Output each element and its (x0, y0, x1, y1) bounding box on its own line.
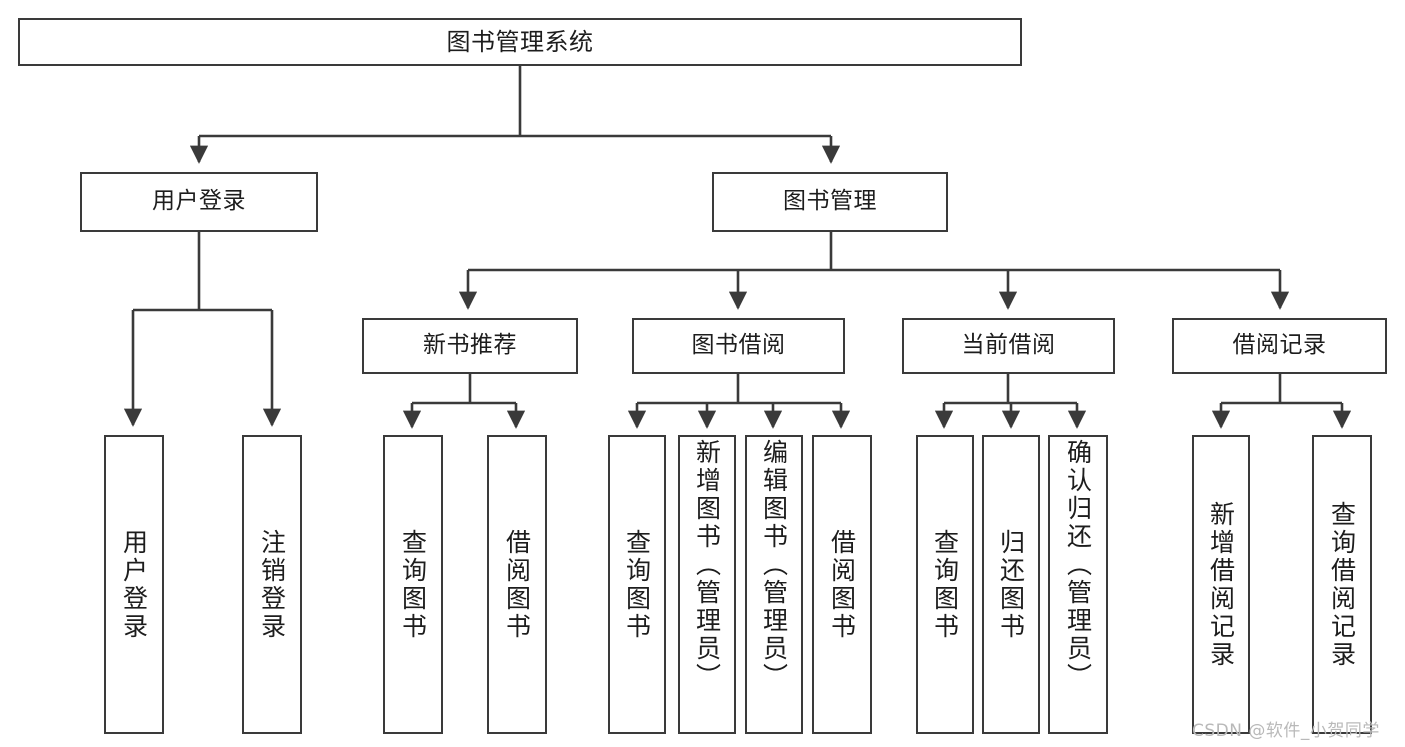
node-root-label: 图书管理系统 (446, 27, 594, 56)
node-leaf-borrow-book-2[interactable]: 借阅图书 (812, 435, 872, 734)
node-user-login-label: 用户登录 (152, 188, 246, 215)
node-leaf-add-book[interactable]: 新增图书（管理员） (678, 435, 736, 734)
node-leaf-query-book-2[interactable]: 查询图书 (608, 435, 666, 734)
node-leaf-logout-login-label: 注销登录 (257, 528, 287, 641)
node-leaf-add-book-label: 新增图书（管理员） (692, 439, 722, 691)
node-new-book-recommend-label: 新书推荐 (423, 332, 517, 359)
node-current-borrow-label: 当前借阅 (961, 332, 1056, 359)
node-leaf-query-book-2-label: 查询图书 (622, 528, 652, 641)
node-leaf-confirm-return-label: 确认归还（管理员） (1063, 439, 1093, 691)
node-leaf-query-book-1-label: 查询图书 (398, 528, 428, 641)
node-leaf-edit-book[interactable]: 编辑图书（管理员） (745, 435, 803, 734)
node-book-management-label: 图书管理 (783, 188, 877, 215)
node-leaf-add-record[interactable]: 新增借阅记录 (1192, 435, 1250, 734)
node-leaf-borrow-book-1-label: 借阅图书 (502, 528, 532, 641)
node-leaf-query-record[interactable]: 查询借阅记录 (1312, 435, 1372, 734)
node-leaf-query-book-3[interactable]: 查询图书 (916, 435, 974, 734)
node-book-borrow[interactable]: 图书借阅 (632, 318, 845, 374)
node-leaf-add-record-label: 新增借阅记录 (1206, 500, 1236, 669)
node-leaf-user-login[interactable]: 用户登录 (104, 435, 164, 734)
node-borrow-record[interactable]: 借阅记录 (1172, 318, 1387, 374)
node-leaf-borrow-book-2-label: 借阅图书 (827, 528, 857, 641)
node-current-borrow[interactable]: 当前借阅 (902, 318, 1115, 374)
csdn-watermark: CSDN @软件_小贺同学 (1192, 721, 1380, 741)
node-leaf-query-book-3-label: 查询图书 (930, 528, 960, 641)
node-borrow-record-label: 借阅记录 (1232, 332, 1327, 359)
node-leaf-return-book[interactable]: 归还图书 (982, 435, 1040, 734)
node-leaf-borrow-book-1[interactable]: 借阅图书 (487, 435, 547, 734)
node-new-book-recommend[interactable]: 新书推荐 (362, 318, 578, 374)
node-user-login[interactable]: 用户登录 (80, 172, 318, 232)
node-book-management[interactable]: 图书管理 (712, 172, 948, 232)
node-leaf-query-record-label: 查询借阅记录 (1327, 500, 1357, 669)
node-leaf-confirm-return[interactable]: 确认归还（管理员） (1048, 435, 1108, 734)
node-leaf-edit-book-label: 编辑图书（管理员） (759, 439, 789, 691)
node-leaf-query-book-1[interactable]: 查询图书 (383, 435, 443, 734)
node-leaf-return-book-label: 归还图书 (996, 528, 1026, 641)
node-root[interactable]: 图书管理系统 (18, 18, 1022, 66)
node-book-borrow-label: 图书借阅 (691, 332, 786, 359)
node-leaf-logout-login[interactable]: 注销登录 (242, 435, 302, 734)
node-leaf-user-login-label: 用户登录 (119, 528, 149, 641)
